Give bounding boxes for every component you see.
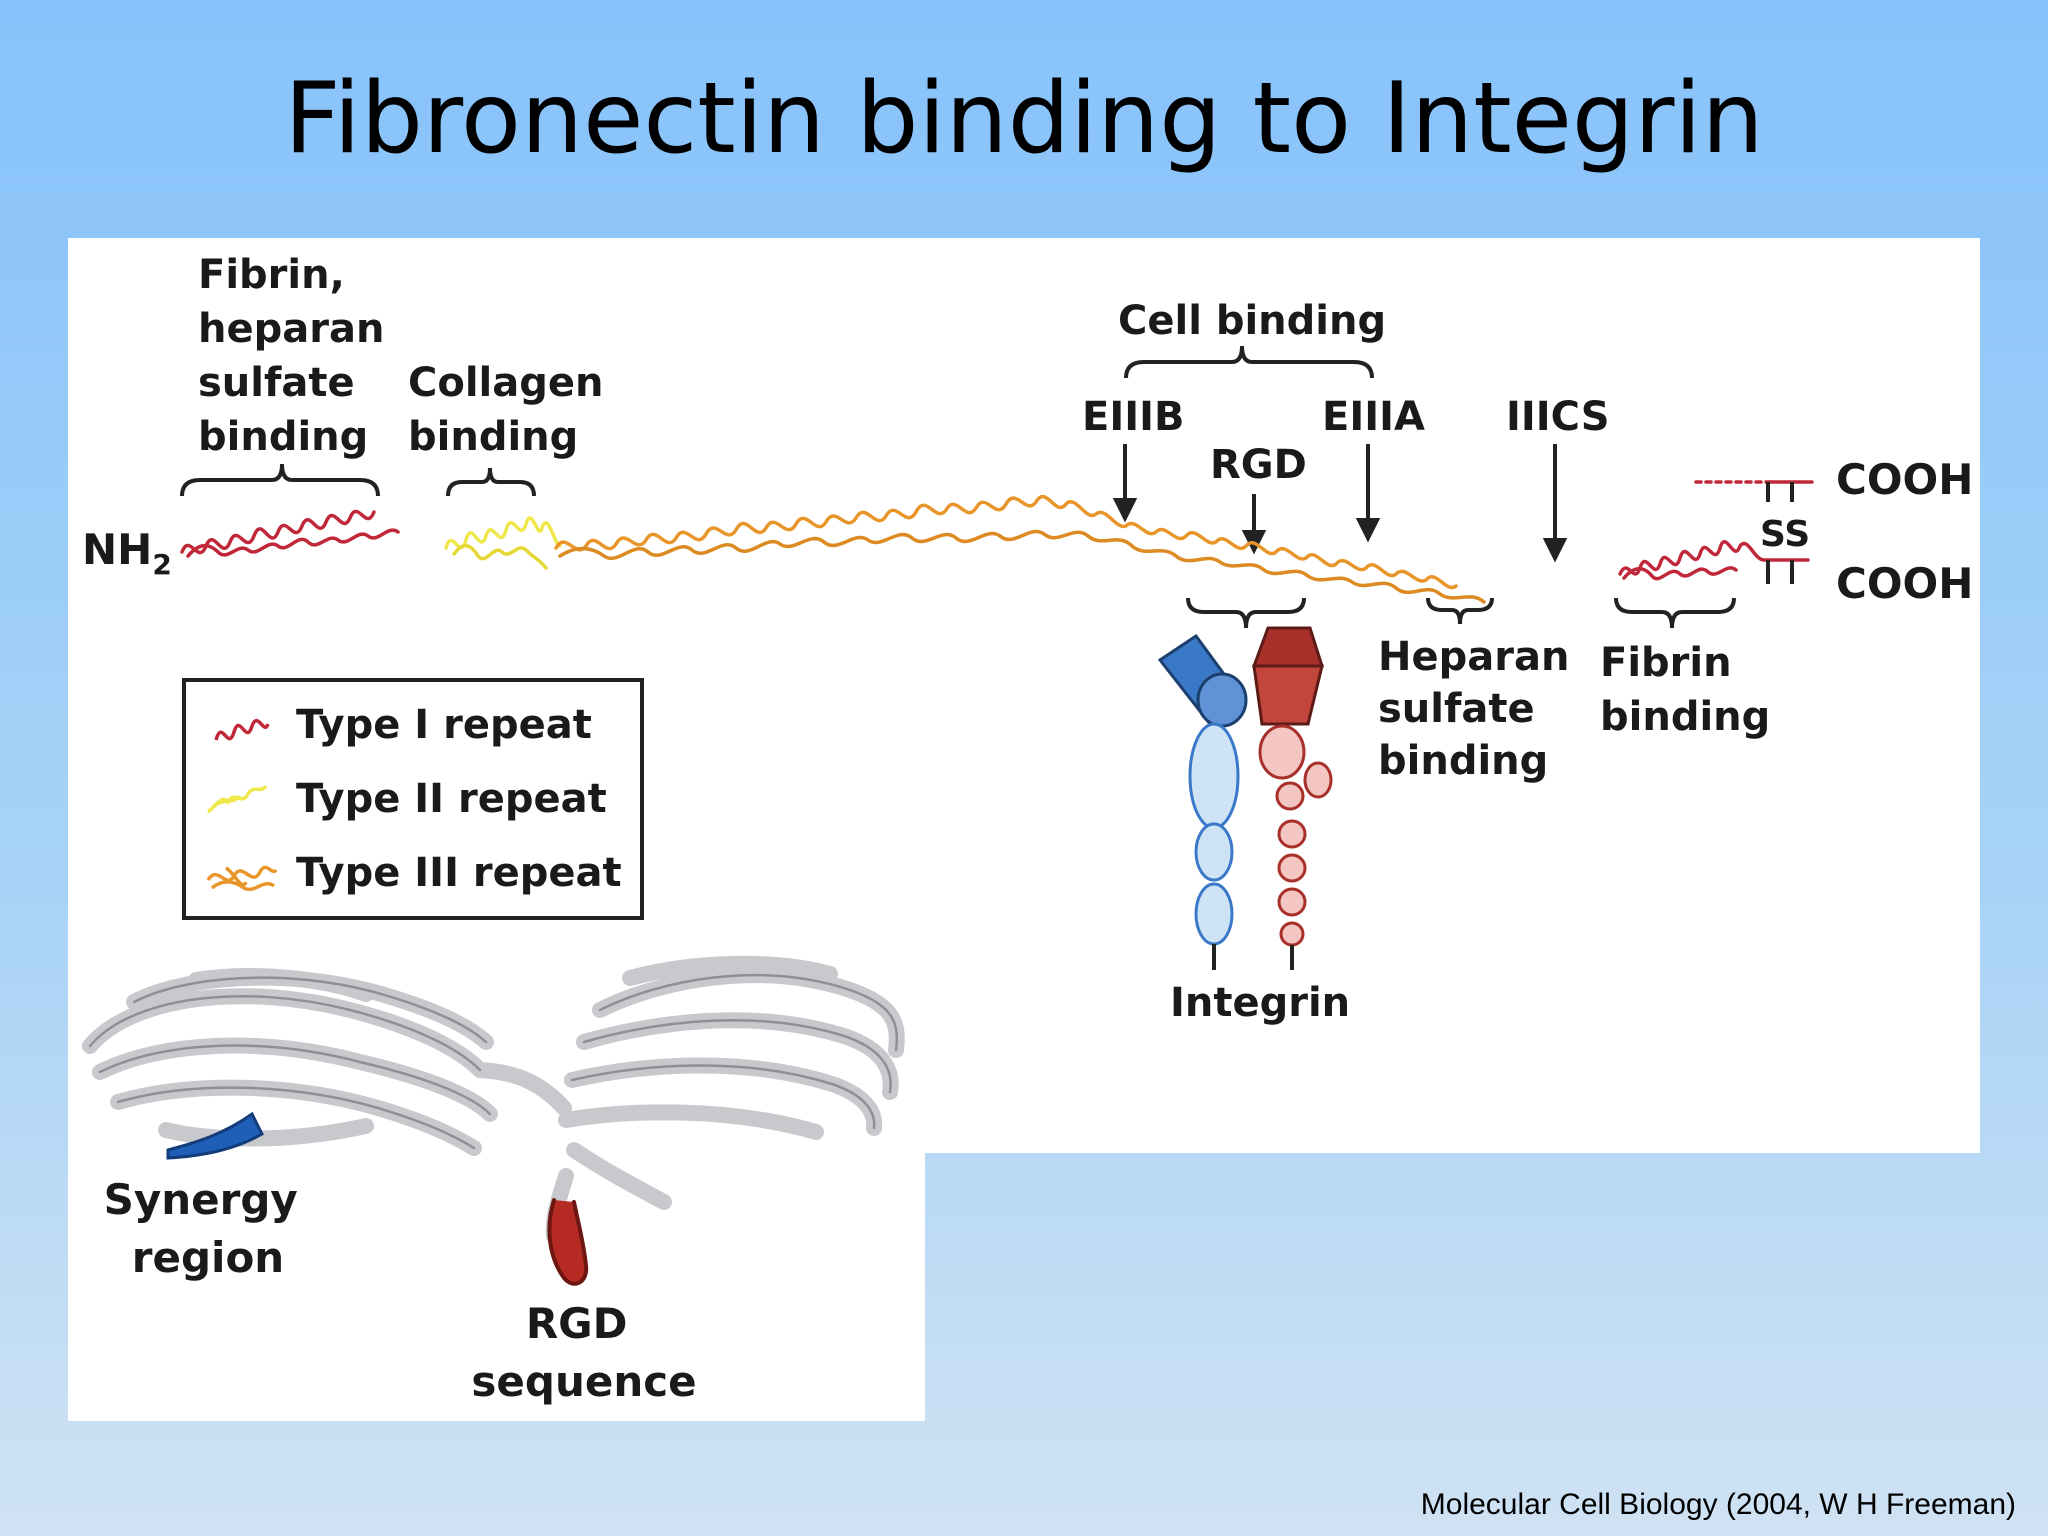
label-rgd: RGD bbox=[1210, 442, 1307, 488]
integrin-beta-subunit bbox=[1251, 626, 1333, 970]
rgd-loop bbox=[547, 1198, 589, 1286]
legend-item-type-i: Type I repeat bbox=[214, 702, 592, 748]
legend-item-type-ii: Type II repeat bbox=[206, 776, 607, 822]
type-iii-repeats bbox=[554, 494, 1458, 590]
type-ii-repeat-icon bbox=[206, 784, 268, 814]
legend: Type I repeat Type II repeat Type III re… bbox=[182, 678, 644, 920]
figure-background bbox=[68, 238, 1980, 1421]
label-cell-binding: Cell binding bbox=[1118, 298, 1386, 344]
legend-label-type-i: Type I repeat bbox=[296, 702, 592, 748]
brace-collagen bbox=[446, 467, 536, 497]
label-cooh-bottom: COOH bbox=[1836, 559, 1973, 608]
legend-label-type-iii: Type III repeat bbox=[296, 850, 622, 896]
label-integrin: Integrin bbox=[1170, 980, 1350, 1026]
type-i-repeats-c-terminal bbox=[1618, 540, 1810, 576]
legend-item-type-iii: Type III repeat bbox=[206, 850, 622, 896]
brace-heparan bbox=[1426, 597, 1494, 625]
brace-fibrin-heparan bbox=[180, 463, 380, 497]
label-iiics: IIICS bbox=[1506, 394, 1610, 440]
slide-title: Fibronectin binding to Integrin bbox=[284, 62, 1764, 176]
label-ss: SS bbox=[1760, 514, 1810, 555]
citation: Molecular Cell Biology (2004, W H Freema… bbox=[1420, 1488, 2016, 1521]
label-eiiib: EIIIB bbox=[1082, 394, 1184, 440]
label-nh2: NH2 bbox=[82, 525, 172, 581]
arrows bbox=[1112, 444, 1568, 563]
label-fibrin-heparan-binding: Fibrin, heparan sulfate binding bbox=[198, 252, 398, 460]
legend-box bbox=[182, 678, 644, 920]
label-heparan-sulfate-binding: Heparan sulfate binding bbox=[1378, 634, 1583, 784]
integrin-receptor bbox=[1157, 626, 1333, 970]
label-eiiia: EIIIA bbox=[1322, 394, 1425, 440]
brace-integrin-site bbox=[1186, 597, 1306, 629]
label-fibrin-binding: Fibrin binding bbox=[1600, 640, 1770, 740]
synergy-region-strand bbox=[166, 1111, 264, 1160]
label-synergy-region: Synergy region bbox=[104, 1175, 313, 1282]
type-i-repeats-n-terminal bbox=[180, 509, 376, 555]
label-rgd-sequence: RGD sequence bbox=[471, 1299, 696, 1406]
type-ii-repeats bbox=[444, 516, 562, 550]
brace-cell-binding bbox=[1124, 345, 1374, 379]
integrin-alpha-subunit bbox=[1157, 633, 1248, 970]
type-i-repeat-icon bbox=[214, 718, 270, 741]
label-cooh-top: COOH bbox=[1836, 455, 1973, 504]
legend-label-type-ii: Type II repeat bbox=[296, 776, 607, 822]
fibronectin-chain bbox=[180, 480, 1814, 604]
disulfide-bridge bbox=[1766, 482, 1794, 584]
fibronectin-ribbon-structure bbox=[82, 955, 905, 1286]
brace-fibrin bbox=[1614, 597, 1736, 629]
label-collagen-binding: Collagen binding bbox=[408, 360, 617, 460]
type-iii-repeat-icon bbox=[206, 865, 278, 892]
